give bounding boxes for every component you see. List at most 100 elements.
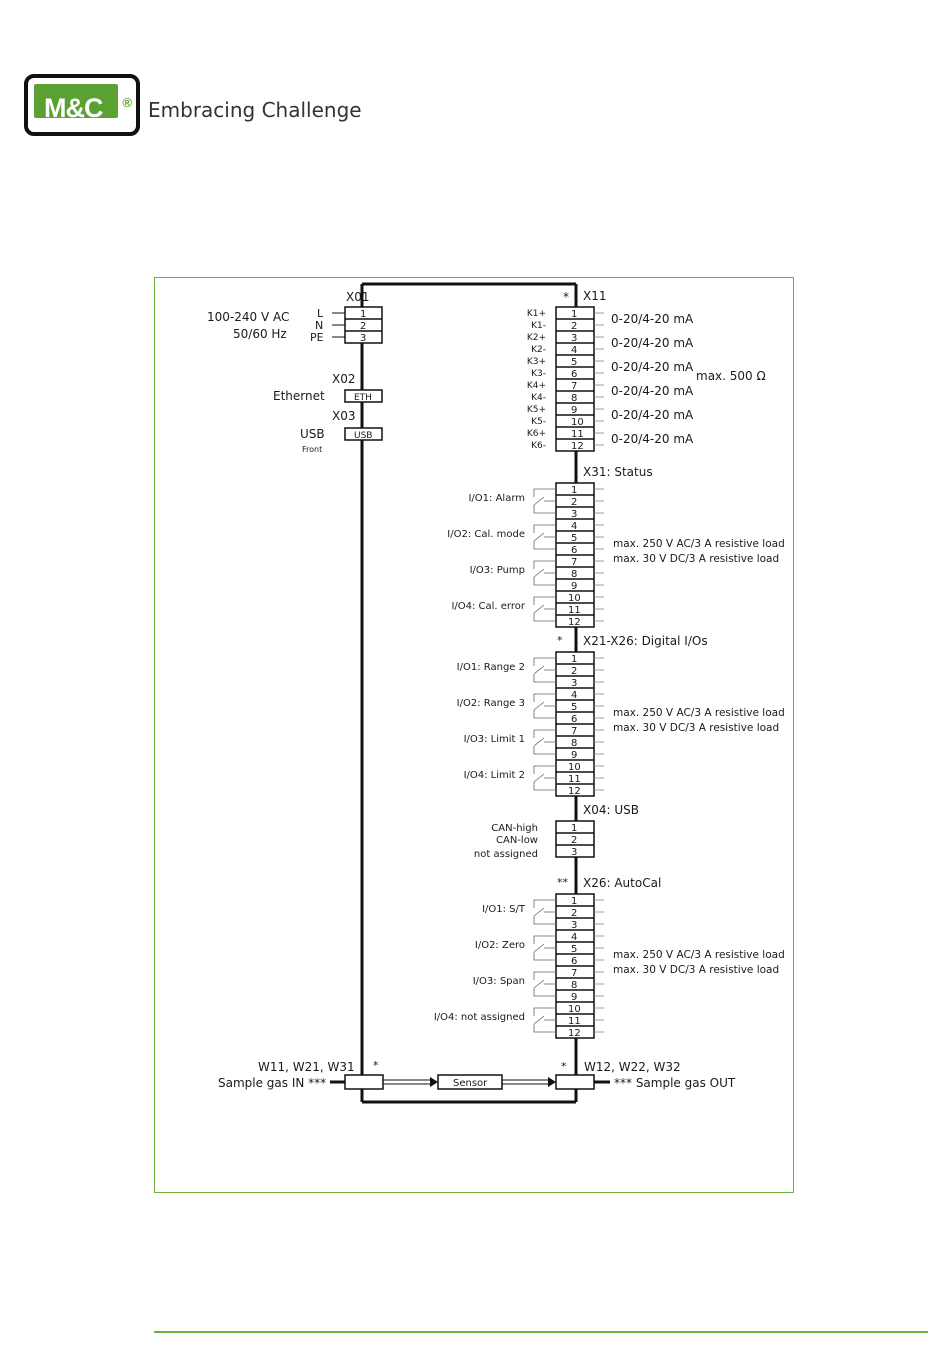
- gas-inlet-fitting: [344, 1074, 384, 1090]
- x01-pin-name-n: N: [315, 319, 323, 332]
- relay-contact-line: [533, 524, 556, 533]
- relay-contact-line: [533, 596, 556, 605]
- relay-contact-line: [533, 1024, 556, 1033]
- x11-pin-name: K3-: [531, 369, 546, 379]
- power-frequency-label: 50/60 Hz: [233, 327, 287, 341]
- relay-contact-line: [533, 899, 556, 908]
- block-pin-number: 12: [568, 786, 581, 797]
- x11-pin-number: 11: [571, 429, 584, 440]
- x11-pin-number: 9: [571, 405, 577, 416]
- x01-pin-1: 1: [360, 309, 366, 320]
- block-pin-number: 8: [571, 980, 577, 991]
- relay-rating-dc: max. 30 V DC/3 A resistive load: [613, 553, 779, 565]
- x11-pin-number: 1: [571, 309, 577, 320]
- block-pin-number: 9: [571, 750, 577, 761]
- diagram-frame: [154, 277, 794, 1193]
- block-pin-number: 8: [571, 738, 577, 749]
- relay-contact-line: [533, 693, 556, 702]
- block-pin-number: 4: [571, 932, 577, 943]
- x04-terminal: 1 2 3 CAN-high CAN-low not assigned: [474, 820, 595, 860]
- gas-in-star: *: [373, 1059, 379, 1072]
- relay-io-label: I/O1: S/T: [482, 904, 526, 915]
- gas-in-ports: W11, W21, W31: [258, 1060, 355, 1074]
- relay-rating-ac: max. 250 V AC/3 A resistive load: [613, 538, 785, 550]
- x01-label: X01: [346, 290, 370, 304]
- relay-io-label: I/O3: Pump: [470, 565, 525, 576]
- relay-contact-line: [533, 505, 556, 514]
- x11-output-range: 0-20/4-20 mA: [611, 336, 694, 350]
- relay-contact-line: [533, 560, 556, 569]
- relay-switch-blade: [533, 773, 545, 783]
- front-label: Front: [302, 445, 322, 454]
- relay-contact-line: [533, 613, 556, 622]
- block-title: X21-X26: Digital I/Os: [583, 634, 708, 648]
- x04-name-can-high: CAN-high: [491, 823, 538, 834]
- block-star: *: [557, 634, 563, 647]
- block-pin-number: 2: [571, 908, 577, 919]
- usb-front-label: USB: [300, 427, 325, 441]
- x11-star: *: [563, 290, 569, 304]
- relay-contact-line: [533, 674, 556, 683]
- x11-pin-name: K6+: [527, 429, 546, 439]
- x01-pin-3: 3: [360, 333, 366, 344]
- x11-pin-number: 12: [571, 441, 584, 452]
- x11-output-range: 0-20/4-20 mA: [611, 312, 694, 326]
- sensor-box: [437, 1074, 503, 1090]
- x01-terminal: L N PE 1 2 3: [310, 306, 383, 344]
- block-pin-number: 2: [571, 666, 577, 677]
- x11-pin-number: 4: [571, 345, 577, 356]
- gas-path-arrow-to-sensor: [430, 1077, 438, 1087]
- x11-pin-number: 7: [571, 381, 577, 392]
- registered-mark: ®: [122, 95, 132, 110]
- x11-pin-number: 6: [571, 369, 577, 380]
- relay-contact-line: [533, 541, 556, 550]
- x11-pin-name: K4+: [527, 381, 546, 391]
- block-title: X31: Status: [583, 465, 653, 479]
- block-pin-number: 11: [568, 774, 581, 785]
- block-pin-number: 6: [571, 956, 577, 967]
- x04-pin-3: 3: [571, 847, 577, 858]
- x11-pin-name: K2-: [531, 345, 546, 355]
- x01-pin-name-l: L: [317, 307, 324, 320]
- x11-pin-name: K1-: [531, 321, 546, 331]
- block-pin-number: 6: [571, 714, 577, 725]
- block-pin-number: 5: [571, 944, 577, 955]
- x04-name-can-low: CAN-low: [496, 835, 538, 846]
- ethernet-port-label: ETH: [354, 393, 372, 403]
- relay-contact-line: [533, 577, 556, 586]
- x04-pin-1: 1: [571, 823, 577, 834]
- x01-pin-2: 2: [360, 321, 366, 332]
- x11-output-range: 0-20/4-20 mA: [611, 408, 694, 422]
- relay-contact-line: [533, 916, 556, 925]
- block-pin-number: 2: [571, 497, 577, 508]
- relay-io-label: I/O1: Range 2: [457, 662, 525, 673]
- relay-contact-line: [533, 1007, 556, 1016]
- gas-out-star: *: [561, 1060, 567, 1073]
- relay-contact-line: [533, 657, 556, 666]
- block-star: **: [557, 876, 569, 889]
- block-pin-number: 8: [571, 569, 577, 580]
- relay-switch-blade: [533, 496, 545, 506]
- gas-out-ports: W12, W22, W32: [584, 1060, 681, 1074]
- sensor-label: Sensor: [453, 1078, 488, 1089]
- block-pin-number: 1: [571, 896, 577, 907]
- x11-pin-name: K1+: [527, 309, 546, 319]
- logo-text: M&C: [44, 93, 103, 123]
- relay-io-label: I/O2: Range 3: [457, 698, 525, 709]
- x01-pin-name-pe: PE: [310, 331, 324, 344]
- relay-contact-line: [533, 729, 556, 738]
- block-pin-number: 7: [571, 726, 577, 737]
- relay-switch-blade: [533, 907, 545, 917]
- gas-outlet-fitting: [555, 1074, 595, 1090]
- relay-io-label: I/O3: Limit 1: [464, 734, 525, 745]
- ethernet-label: Ethernet: [273, 389, 325, 403]
- block-pin-number: 10: [568, 593, 581, 604]
- ethernet-port: [344, 389, 383, 403]
- x11-pin-name: K6-: [531, 441, 546, 451]
- relay-io-label: I/O1: Alarm: [468, 493, 525, 504]
- x11-pin-name: K4-: [531, 393, 546, 403]
- relay-switch-blade: [533, 568, 545, 578]
- x11-output-range: 0-20/4-20 mA: [611, 360, 694, 374]
- block-pin-number: 7: [571, 968, 577, 979]
